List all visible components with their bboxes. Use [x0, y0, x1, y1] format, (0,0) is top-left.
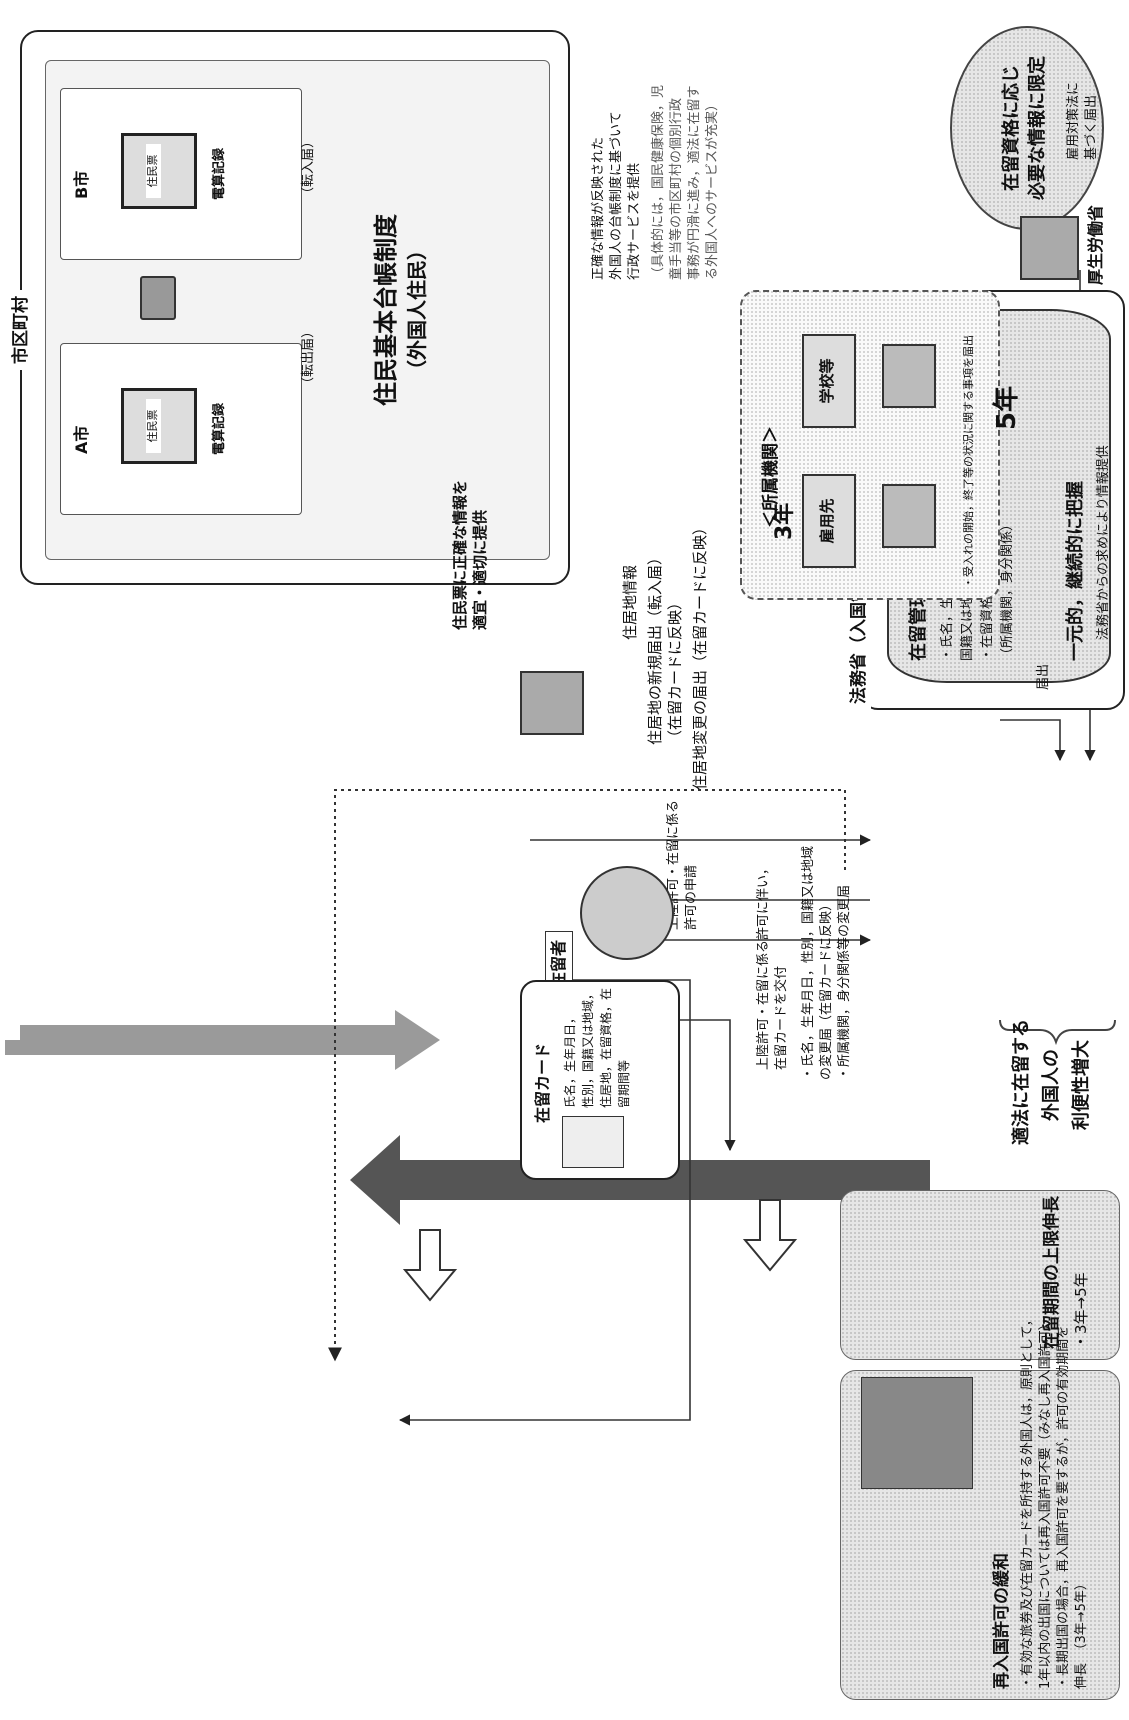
municipality-title: 市区町村	[10, 290, 33, 370]
service-detail: る外国人へのサービスが充実）	[705, 97, 720, 280]
new-residence-label: 住居地の新規届出（転入届）	[646, 549, 664, 745]
city-b-box: B市 住民票 電算記録	[60, 88, 302, 260]
residence-card-box: 在留カード 氏名，生年月日， 性別，国籍又は地域， 住居地，在留資格，在 留期間…	[520, 980, 680, 1180]
provide-info-arrow	[350, 1135, 930, 1225]
provide-info-label: 住民票に正確な情報を	[451, 479, 469, 630]
card-field: 住居地，在留資格，在	[599, 987, 613, 1108]
reentry-item: ・有効な旅券及び在留カードを所持する外国人は，原則として，	[1020, 1313, 1035, 1689]
system-title: 住民基本台帳制度	[372, 214, 400, 406]
badge-3: 3年	[772, 502, 797, 540]
affiliated-report-line	[1000, 719, 1066, 762]
juminhyo-a: 住民票	[146, 399, 161, 453]
school-label: 学校等	[818, 358, 836, 404]
benefit-title: 適法に在留する	[1011, 1019, 1032, 1145]
city-a-panel: A市 住民票 電算記録	[60, 343, 302, 515]
service-detail: （具体的には，国民健康保険，児	[651, 84, 666, 280]
mhlw-building-icon	[1020, 216, 1079, 280]
service-text: 正確な情報が反映された	[591, 136, 606, 280]
card-field: 留期間等	[617, 1059, 631, 1108]
employer-box: 雇用先	[802, 474, 856, 568]
period-box: 在留期間の上限伸長 ・3年→5年	[840, 1190, 1120, 1360]
city-b-label: B市	[72, 170, 91, 199]
benefit-brace	[999, 1019, 1116, 1046]
school-box: 学校等	[802, 334, 856, 428]
school-building-icon	[882, 344, 936, 408]
monitor-a-icon: 住民票	[121, 388, 197, 464]
provide-info-label: 適宜・適切に提供	[471, 509, 489, 630]
juminhyo-b: 住民票	[146, 144, 161, 198]
service-detail: 童手当等の市区町村の個別行政	[669, 97, 684, 280]
card-issue-label: 在留カードを交付	[774, 965, 789, 1070]
employment-report-label: 基づく届出	[1084, 94, 1099, 160]
badge-5: 5年	[992, 385, 1022, 430]
building-icon	[520, 671, 584, 735]
card-field: 性別，国籍又は地域，	[581, 987, 595, 1108]
airport-photo	[861, 1377, 973, 1489]
affiliated-note: ・受入れの開始，終了等の状況に関する事項を届出	[962, 335, 975, 588]
reentry-title: 再入国許可の緩和	[992, 1553, 1012, 1689]
benefit-title: 外国人の	[1041, 1049, 1062, 1121]
move-in-label: （転入届）	[301, 134, 316, 200]
report-label: 届出	[1036, 663, 1051, 690]
service-arrow	[5, 1010, 440, 1070]
service-detail: 事務が円滑に進み，適法に在留す	[687, 85, 702, 280]
reentry-item: 1年以内の出国については再入国許可不要（みなし再入国許可）	[1038, 1317, 1053, 1689]
move-in-arrow	[402, 1229, 458, 1302]
reentry-item: ・長期出国の場合，再入国許可を要するが，許可の有効期間を	[1056, 1325, 1071, 1689]
record-b: 電算記録	[212, 148, 227, 201]
card-title: 在留カード	[533, 1042, 552, 1123]
limit-line1: 在留資格に応じ	[1001, 65, 1022, 191]
db-footer: 一元的，継続的に把握	[1065, 481, 1086, 661]
card-field: 氏名，生年月日，	[563, 1011, 577, 1108]
mhlw-label: 厚生労働省	[1086, 204, 1105, 285]
record-a: 電算記録	[212, 403, 227, 456]
residence-info-line	[328, 789, 846, 1362]
employment-report-label: 雇用対策法に	[1066, 81, 1081, 160]
change-report-label: の変更届（在留カードに反映）	[819, 897, 834, 1080]
period-detail: ・3年→5年	[1072, 1272, 1090, 1349]
new-residence-note: （在留カードに反映）	[666, 594, 684, 745]
factory-icon	[882, 484, 936, 548]
resident-icon	[580, 866, 674, 960]
move-out-label: （転出届）	[301, 324, 316, 390]
reentry-item: 伸長 （3年→5年）	[1074, 1577, 1089, 1689]
system-subtitle: （外国人住民）	[405, 240, 429, 380]
reentry-box: 再入国許可の緩和 ・有効な旅券及び在留カードを所持する外国人は，原則として， 1…	[840, 1313, 1120, 1700]
change-report-label: ・氏名，生年月日，性別，国籍又は地域	[801, 845, 816, 1080]
limit-line2: 必要な情報に限定	[1027, 56, 1048, 200]
change-report-label: ・所属機関，身分関係等の変更届	[837, 884, 852, 1080]
city-a-label: A市	[72, 425, 91, 454]
employer-label: 雇用先	[818, 498, 836, 544]
benefit-title: 利便性増大	[1071, 1040, 1092, 1130]
affiliated-box: ＜所属機関＞ 雇用先 学校等 ・受入れの開始，終了等の状況に関する事項を届出	[740, 290, 1000, 600]
landing-application-label: 許可の申請	[684, 864, 699, 930]
card-issue-label: 上陸許可・在留に係る許可に伴い，	[756, 861, 771, 1070]
move-out-arrow	[742, 1199, 798, 1272]
card-image-icon	[562, 1116, 624, 1168]
change-residence-label: 住居地変更の届出（在留カードに反映）	[691, 519, 709, 790]
mhlw-info-label: 法務省からの求めにより情報提供	[1096, 445, 1111, 640]
residence-info-label: 住居地情報	[621, 564, 639, 640]
monitor-b-icon: 住民票	[121, 133, 197, 209]
computer-icon	[140, 276, 176, 320]
service-text: 外国人の台帳制度に基づいて	[609, 111, 624, 280]
service-text: 行政サービスを提供	[627, 162, 642, 280]
db-item: （所属機関，身分関係）	[1000, 517, 1015, 661]
